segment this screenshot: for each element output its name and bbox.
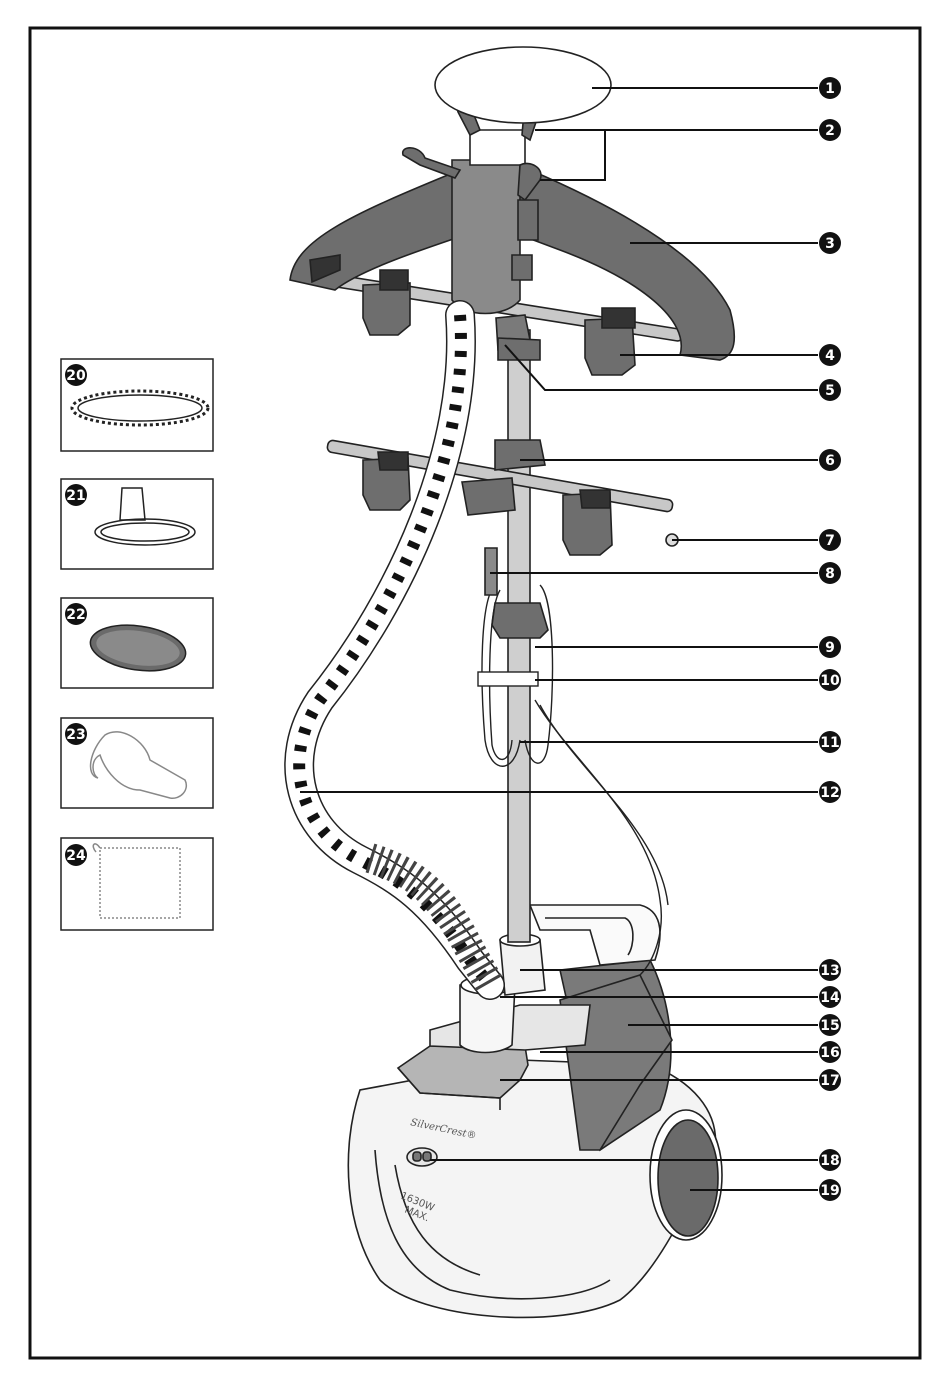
hanger-column: [452, 160, 520, 314]
svg-text:4: 4: [825, 348, 835, 364]
callout-8: 8: [819, 562, 841, 584]
callout-17: 17: [819, 1069, 841, 1091]
svg-text:19: 19: [820, 1183, 839, 1199]
svg-text:10: 10: [820, 673, 840, 689]
callout-4: 4: [819, 344, 841, 366]
pole-socket: [500, 940, 545, 995]
power-switch: [407, 1148, 437, 1166]
svg-text:2: 2: [825, 123, 835, 139]
callout-16: 16: [819, 1041, 841, 1063]
svg-text:8: 8: [825, 566, 835, 582]
svg-text:6: 6: [825, 453, 835, 469]
accessory-22-pad: 22: [61, 598, 213, 688]
accessory-20-brush: 20: [61, 359, 213, 451]
svg-text:5: 5: [825, 383, 835, 399]
accessory-23-glove: 23: [61, 718, 213, 808]
callout-1: 1: [819, 77, 841, 99]
svg-text:16: 16: [820, 1045, 839, 1061]
svg-text:12: 12: [820, 785, 839, 801]
svg-text:20: 20: [66, 368, 86, 384]
svg-text:21: 21: [66, 488, 85, 504]
callout-7: 7: [819, 529, 841, 551]
callout-13: 13: [819, 959, 841, 981]
callout-badges: 1 2 3 4 5 6 7 8 9 10 11 12 13 14 15 16 1…: [819, 77, 841, 1201]
callout-15: 15: [819, 1014, 841, 1036]
callout-10: 10: [819, 669, 841, 691]
callout-6: 6: [819, 449, 841, 471]
svg-text:1: 1: [825, 81, 835, 97]
callout-9: 9: [819, 636, 841, 658]
svg-text:3: 3: [825, 236, 835, 252]
cord-hook: [485, 548, 497, 595]
svg-text:17: 17: [820, 1073, 839, 1089]
svg-text:22: 22: [66, 607, 85, 623]
svg-text:23: 23: [66, 727, 85, 743]
accessory-panel: 20 21 22 23: [61, 359, 213, 930]
callout-12: 12: [819, 781, 841, 803]
svg-text:24: 24: [66, 848, 86, 864]
callout-5: 5: [819, 379, 841, 401]
callout-18: 18: [819, 1149, 841, 1171]
svg-text:14: 14: [820, 990, 840, 1006]
svg-text:15: 15: [820, 1018, 839, 1034]
callout-11: 11: [819, 731, 841, 753]
callout-3: 3: [819, 232, 841, 254]
accessory-21-crease: 21: [61, 479, 213, 569]
svg-text:13: 13: [820, 963, 839, 979]
svg-text:7: 7: [825, 533, 835, 549]
steamer-illustration: SilverCrest® 1630W MAX.: [290, 47, 734, 1317]
callout-19: 19: [819, 1179, 841, 1201]
svg-text:9: 9: [825, 640, 835, 656]
lower-garment-bar: [327, 440, 678, 555]
callout-2: 2: [819, 119, 841, 141]
svg-text:18: 18: [820, 1153, 839, 1169]
svg-text:11: 11: [820, 735, 839, 751]
top-cap: [435, 47, 611, 123]
steam-hose: [299, 315, 490, 985]
accessory-24-bag: 24: [61, 838, 213, 930]
callout-14: 14: [819, 986, 841, 1008]
